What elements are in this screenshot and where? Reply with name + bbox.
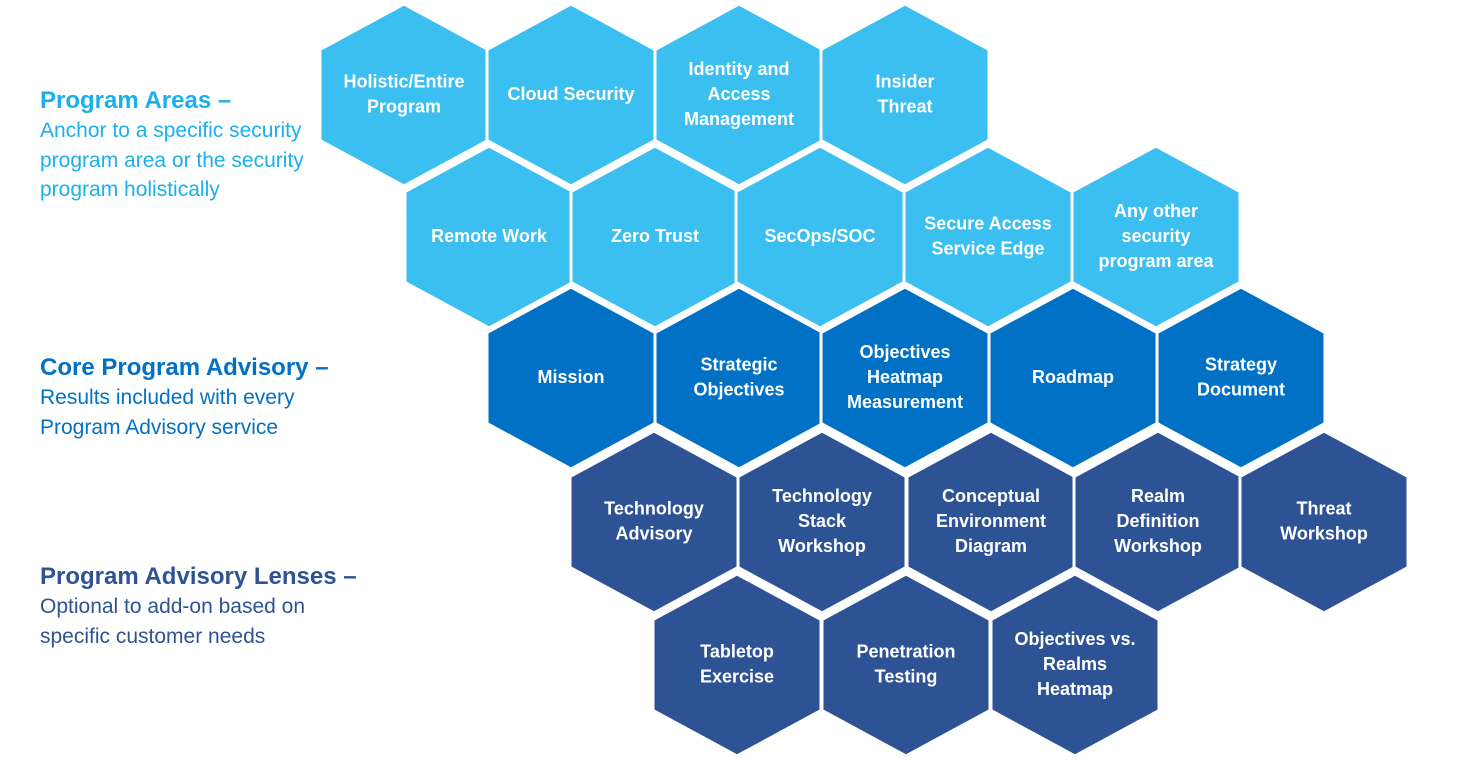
hex-mission: Mission [485, 285, 657, 471]
hex-label-line: Insider [875, 71, 934, 91]
hex-label-line: Diagram [955, 536, 1027, 556]
legend-title: Program Advisory Lenses – [40, 563, 357, 590]
hex-label-line: Holistic/Entire [343, 71, 464, 91]
hex-label-line: security [1121, 226, 1190, 246]
hex-label-line: Exercise [700, 666, 774, 686]
hex-label-line: Program [367, 96, 441, 116]
hex-label-line: Conceptual [942, 486, 1040, 506]
hex-label-line: Objectives [859, 342, 950, 362]
hex-label-line: Access [707, 84, 770, 104]
hex-label-line: Threat [877, 96, 932, 116]
hex-label-line: Testing [875, 666, 938, 686]
hex-label-line: Realms [1043, 654, 1107, 674]
legend-program-advisory-lenses: Program Advisory Lenses – Optional to ad… [40, 562, 357, 651]
hex-label-line: Workshop [1114, 536, 1202, 556]
hex-shape [989, 572, 1161, 758]
hex-label-line: Threat [1296, 498, 1351, 518]
hex-label-line: program area [1098, 251, 1214, 271]
hex-label-line: Workshop [1280, 523, 1368, 543]
hex-label-line: Realm [1131, 486, 1185, 506]
legend-core-program-advisory: Core Program Advisory – Results included… [40, 353, 340, 442]
hex-label-line: Strategy [1205, 354, 1277, 374]
legend-description: Results included with every Program Advi… [40, 386, 295, 439]
hex-any-other-security-program-area: Any other security program area [1070, 144, 1242, 330]
hex-label-line: Environment [936, 511, 1046, 531]
hex-label-line: Service Edge [931, 238, 1044, 258]
hex-label-line: Management [684, 109, 794, 129]
hex-label-line: Objectives vs. [1014, 629, 1135, 649]
hex-label-line: Heatmap [1037, 679, 1113, 699]
hex-label-line: Roadmap [1032, 367, 1114, 387]
hex-label-line: Stack [798, 511, 847, 531]
legend-title: Core Program Advisory – [40, 354, 329, 381]
hex-shape [820, 572, 992, 758]
hex-label-line: Objectives [693, 379, 784, 399]
hex-label-line: Tabletop [700, 641, 774, 661]
hex-label-line: Penetration [856, 641, 955, 661]
hex-label-line: Cloud Security [507, 84, 634, 104]
hex-label-line: Document [1197, 379, 1285, 399]
hex-label-line: Mission [537, 367, 604, 387]
hex-label-line: Zero Trust [611, 226, 699, 246]
legend-description: Anchor to a specific security program ar… [40, 119, 304, 201]
hex-label-line: Technology [772, 486, 872, 506]
hex-label-line: Any other [1114, 201, 1198, 221]
hex-label-line: Advisory [615, 523, 692, 543]
hex-shape [819, 2, 991, 188]
hex-label-line: Secure Access [924, 213, 1051, 233]
legend-title: Program Areas – [40, 87, 232, 114]
hex-label-line: Definition [1117, 511, 1200, 531]
hex-label-line: Remote Work [431, 226, 548, 246]
hex-label-line: Heatmap [867, 367, 943, 387]
legend-description: Optional to add-on based on specific cus… [40, 595, 306, 648]
hex-label-line: Strategic [700, 354, 777, 374]
hex-shape [1238, 429, 1410, 615]
hex-shape [1155, 285, 1327, 471]
hex-label-line: Identity and [688, 59, 789, 79]
hex-label-line: Workshop [778, 536, 866, 556]
hex-shape [1070, 144, 1242, 330]
hex-label-line: Technology [604, 498, 704, 518]
hex-roadmap: Roadmap [987, 285, 1159, 471]
hex-label-line: SecOps/SOC [764, 226, 875, 246]
hex-label-line: Measurement [847, 392, 963, 412]
legend-program-areas: Program Areas – Anchor to a specific sec… [40, 86, 340, 205]
